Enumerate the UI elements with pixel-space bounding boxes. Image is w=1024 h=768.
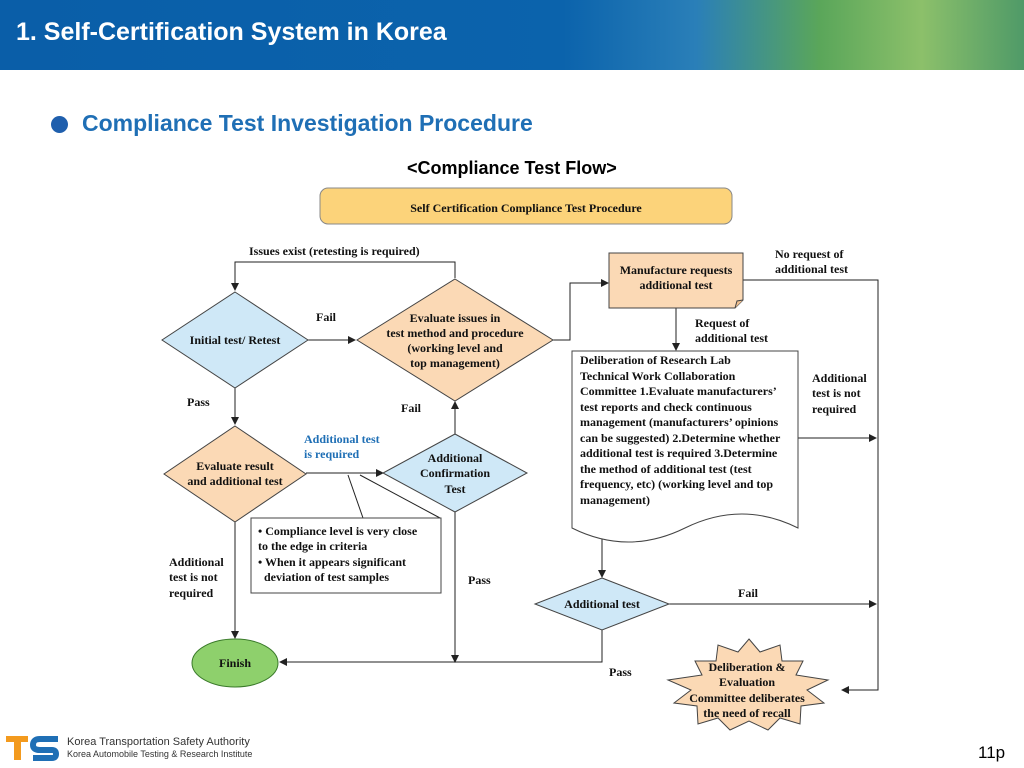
label-request-of: Request of additional test (695, 316, 768, 345)
svg-text:Confirmation: Confirmation (420, 466, 490, 480)
label-pass-confirmation: Pass (468, 573, 491, 587)
arrow-manufacture-no-request (743, 279, 879, 694)
svg-text:and additional test: and additional test (187, 474, 282, 488)
arrow-additional-pass (279, 630, 603, 666)
page-number: 11p (978, 743, 1006, 762)
finish-terminal (191, 638, 279, 688)
section-bullet-icon (51, 116, 68, 133)
header-bar: 1. Self-Certification System in Korea (0, 0, 1024, 70)
svg-text:additional test: additional test (639, 278, 712, 292)
svg-text:management): management) (580, 493, 650, 507)
arrow-evaluate-to-manufacture (553, 279, 609, 341)
label-fail-additional: Fail (738, 586, 759, 600)
label-pass-initial: Pass (187, 395, 210, 409)
svg-text:additional test: additional test (775, 262, 848, 276)
finish-label: Finish (219, 656, 251, 670)
svg-text:Technical Work Collaboration: Technical Work Collaboration (580, 369, 736, 383)
svg-text:test method and procedure: test method and procedure (386, 326, 524, 340)
label-pass-additional: Pass (609, 665, 632, 679)
svg-text:additional test is required 3.: additional test is required 3.Determine (580, 446, 778, 460)
svg-text:test is not: test is not (812, 386, 861, 400)
deliberation-evaluation-label: Deliberation & Evaluation Committee deli… (689, 660, 805, 720)
svg-text:deviation of test samples: deviation of test samples (264, 570, 389, 584)
svg-text:Evaluate result: Evaluate result (196, 459, 273, 473)
svg-text:to the edge in criteria: to the edge in criteria (258, 539, 367, 553)
svg-text:Additional: Additional (169, 555, 224, 569)
svg-text:Manufacture requests: Manufacture requests (620, 263, 733, 277)
criteria-note-text: • Compliance level is very close to the … (258, 524, 418, 584)
evaluate-issues-label: Evaluate issues in test method and proce… (386, 311, 524, 370)
label-no-request: No request of additional test (775, 247, 848, 276)
criteria-note-box (250, 517, 442, 594)
svg-text:the need of recall: the need of recall (703, 706, 791, 720)
additional-confirmation-label: Additional Confirmation Test (420, 451, 490, 496)
section-title: Compliance Test Investigation Procedure (82, 110, 533, 136)
initial-test-diamond (161, 291, 309, 389)
label-fail-initial: Fail (316, 310, 337, 324)
svg-text:• When it appears significant: • When it appears significant (258, 555, 406, 569)
label-additional-not-required-left: Additional test is not required (169, 555, 224, 600)
evaluate-issues-diamond (356, 278, 554, 402)
evaluate-result-diamond (163, 425, 307, 523)
svg-text:required: required (812, 402, 857, 416)
procedure-banner (319, 187, 733, 225)
label-additional-required: Additional test is required (304, 432, 380, 461)
deliberation-document-text: Deliberation of Research Lab Technical W… (580, 353, 781, 507)
deliberation-evaluation-burst (666, 638, 830, 731)
svg-text:• Compliance level is very clo: • Compliance level is very close (258, 524, 418, 538)
label-additional-not-required-right: Additional test is not required (812, 371, 867, 416)
svg-text:additional test: additional test (695, 331, 768, 345)
svg-text:is required: is required (304, 447, 360, 461)
svg-text:Evaluate issues in: Evaluate issues in (410, 311, 501, 325)
note-callout-line-2 (359, 474, 441, 519)
connectors (231, 261, 879, 694)
svg-text:Deliberation of Research Lab: Deliberation of Research Lab (580, 353, 731, 367)
note-callout-line-1 (347, 474, 364, 519)
label-fail-confirmation: Fail (401, 401, 422, 415)
svg-text:top management): top management) (410, 356, 500, 370)
ts-logo-icon (6, 736, 60, 761)
additional-test-label: Additional test (564, 597, 640, 611)
svg-text:required: required (169, 586, 214, 600)
header-title: 1. Self-Certification System in Korea (16, 18, 447, 46)
svg-text:the method of additional test: the method of additional test (test (580, 462, 752, 476)
additional-test-diamond (533, 577, 671, 631)
svg-text:Committee deliberates: Committee deliberates (689, 691, 805, 705)
svg-text:Committee 1.Evaluate manufactu: Committee 1.Evaluate manufacturers’ (580, 384, 777, 398)
svg-text:Additional test: Additional test (304, 432, 380, 446)
arrow-retest-loop (231, 261, 456, 291)
svg-text:management (manufacturers’ opi: management (manufacturers’ opinions (580, 415, 779, 429)
svg-text:test is not: test is not (169, 570, 218, 584)
svg-text:test reports and check continu: test reports and check continuous (580, 400, 752, 414)
svg-text:(working level and: (working level and (407, 341, 503, 355)
svg-text:Additional: Additional (812, 371, 867, 385)
svg-text:can be suggested) 2.Determine: can be suggested) 2.Determine whether (580, 431, 781, 445)
manufacture-requests-label: Manufacture requests additional test (620, 263, 733, 292)
org-name-line1: Korea Transportation Safety Authority (67, 736, 250, 748)
label-issues-exist: Issues exist (retesting is required) (249, 244, 420, 258)
additional-confirmation-diamond (381, 433, 529, 513)
evaluate-result-label: Evaluate result and additional test (187, 459, 282, 488)
svg-text:frequency, etc) (working level: frequency, etc) (working level and top (580, 477, 773, 491)
initial-test-label: Initial test/ Retest (190, 333, 281, 347)
deliberation-document (571, 350, 799, 543)
svg-text:Deliberation &: Deliberation & (709, 660, 786, 674)
svg-text:Request of: Request of (695, 316, 750, 330)
svg-text:Test: Test (445, 482, 466, 496)
org-name-line2: Korea Automobile Testing & Research Inst… (67, 749, 253, 759)
procedure-banner-label: Self Certification Compliance Test Proce… (410, 201, 642, 215)
svg-text:Additional: Additional (428, 451, 483, 465)
flow-caption: <Compliance Test Flow> (407, 158, 617, 178)
svg-text:Evaluation: Evaluation (719, 675, 775, 689)
svg-text:No request of: No request of (775, 247, 844, 261)
